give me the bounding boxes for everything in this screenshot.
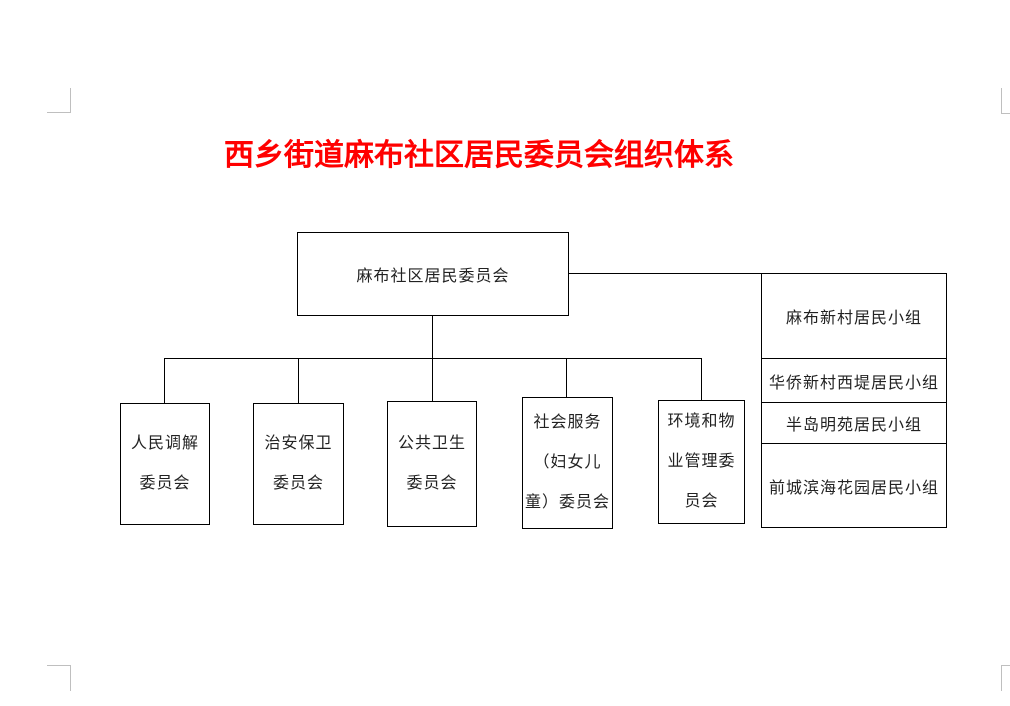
committee-box-environment-property: 环境和物 业管理委 员会 xyxy=(658,400,745,524)
crop-mark-bottom-left-horizontal xyxy=(47,665,71,666)
resident-group-row-mabu-new-village: 麻布新村居民小组 xyxy=(761,273,947,359)
resident-group-row-bandao-mingyuan: 半岛明苑居民小组 xyxy=(761,402,947,444)
root-box-label: 麻布社区居民委员会 xyxy=(356,268,510,285)
crop-mark-bottom-right-horizontal xyxy=(1001,665,1010,666)
connector-drop-committee-5 xyxy=(701,359,702,400)
page-title: 西乡街道麻布社区居民委员会组织体系 xyxy=(224,139,734,172)
crop-mark-top-right-vertical xyxy=(1001,88,1002,114)
resident-group-row-huaqiao-xidi: 华侨新村西堤居民小组 xyxy=(761,358,947,403)
resident-group-label: 麻布新村居民小组 xyxy=(785,310,922,327)
committee-label-line: 人民调解 xyxy=(130,435,199,452)
committee-label-line: 业管理委 xyxy=(667,453,736,470)
committee-label-line: 公共卫生 xyxy=(397,435,466,452)
resident-group-label: 半岛明苑居民小组 xyxy=(785,417,922,434)
committee-label-line: 环境和物 xyxy=(667,413,736,430)
crop-mark-bottom-right-vertical xyxy=(1001,665,1002,691)
committee-label-line: 委员会 xyxy=(406,475,458,492)
connector-root-to-groups xyxy=(569,273,761,274)
resident-group-row-qiancheng-binhai: 前城滨海花园居民小组 xyxy=(761,443,947,528)
committee-box-social-services: 社会服务 （妇女儿 童）委员会 xyxy=(522,397,613,529)
connector-branch-horizontal xyxy=(164,358,702,359)
crop-mark-bottom-left-vertical xyxy=(70,665,71,691)
committee-label-line: 治安保卫 xyxy=(264,435,333,452)
committee-label-line: 委员会 xyxy=(139,475,191,492)
committee-label-line: （妇女儿 xyxy=(533,454,602,471)
committee-box-public-security: 治安保卫 委员会 xyxy=(253,403,344,525)
committee-label-line: 童）委员会 xyxy=(524,494,610,511)
committee-label-line: 委员会 xyxy=(272,475,324,492)
root-box: 麻布社区居民委员会 xyxy=(297,232,569,316)
committee-box-public-health: 公共卫生 委员会 xyxy=(387,401,477,527)
resident-group-label: 华侨新村西堤居民小组 xyxy=(768,374,939,392)
committee-box-people-mediation: 人民调解 委员会 xyxy=(120,403,210,525)
connector-drop-committee-2 xyxy=(298,359,299,403)
committee-label-line: 社会服务 xyxy=(533,414,602,431)
committee-label-line: 员会 xyxy=(684,493,719,510)
crop-mark-top-right-horizontal xyxy=(1001,113,1010,114)
crop-mark-top-left-vertical xyxy=(70,88,71,113)
resident-group-label: 前城滨海花园居民小组 xyxy=(768,479,939,497)
connector-drop-committee-4 xyxy=(566,359,567,397)
crop-mark-top-left-horizontal xyxy=(47,112,71,113)
connector-drop-committee-1 xyxy=(164,359,165,403)
